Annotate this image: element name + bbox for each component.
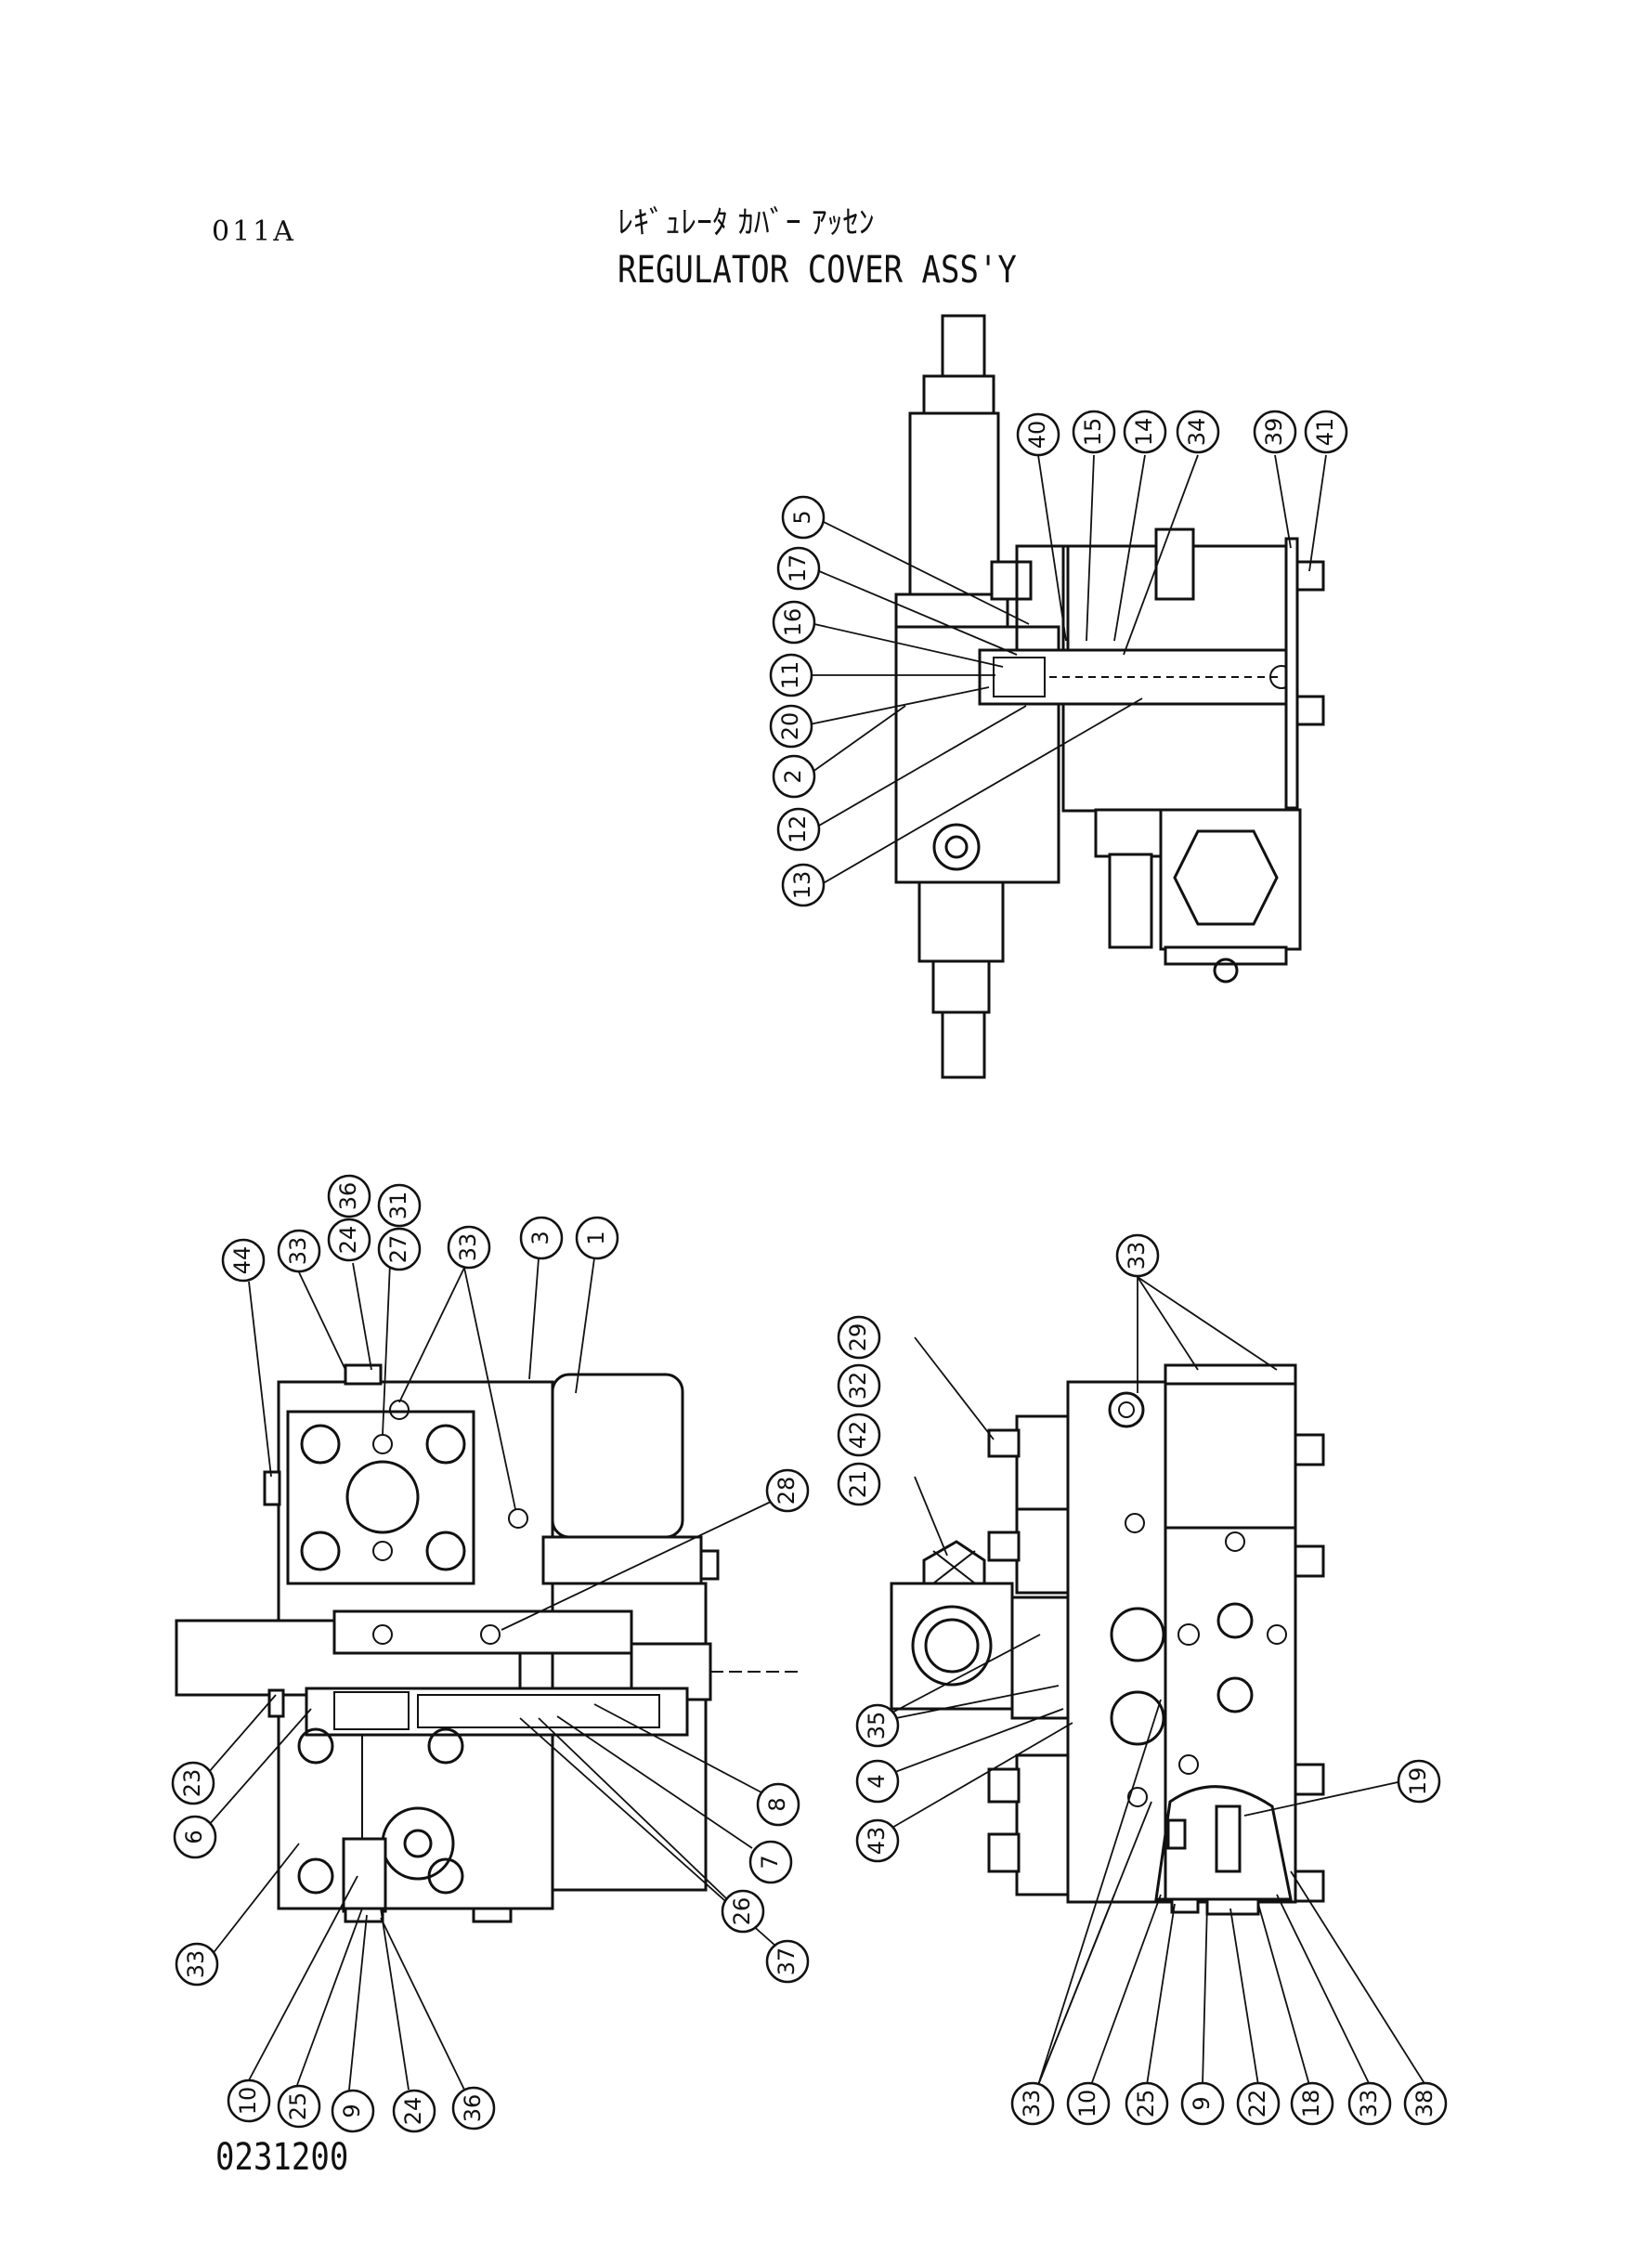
callout-label: 6 — [181, 1830, 207, 1844]
callout-label: 2 — [780, 769, 806, 783]
callout-label: 29 — [845, 1323, 871, 1352]
callout-label: 10 — [235, 2087, 261, 2116]
callout-label: 27 — [385, 1235, 411, 1264]
callout-label: 1 — [583, 1231, 609, 1244]
callout-label: 28 — [774, 1477, 800, 1505]
callout-label: 33 — [1019, 2090, 1045, 2118]
callout-label: 13 — [789, 871, 815, 900]
callout-label: 25 — [285, 2092, 311, 2121]
callout-label: 33 — [1124, 1242, 1150, 1270]
left-view: 44 33 24 36 27 31 33 3 1 28 23 6 33 10 2… — [171, 1174, 810, 2133]
callout-label: 24 — [335, 1226, 361, 1255]
solenoid-upper — [908, 411, 1000, 601]
callout-label: 20 — [777, 712, 803, 741]
callout-label: 14 — [1131, 418, 1157, 447]
callout-label: 26 — [729, 1897, 755, 1926]
callout-label: 21 — [845, 1470, 871, 1499]
callout-label: 32 — [845, 1372, 871, 1401]
callout-label: 8 — [764, 1797, 790, 1811]
callout-label: 5 — [789, 510, 815, 524]
callout-label: 40 — [1024, 421, 1050, 449]
callout-label: 36 — [335, 1182, 361, 1211]
callout-label: 24 — [400, 2097, 426, 2126]
solenoid-lower — [917, 880, 1005, 963]
callout-label: 7 — [757, 1855, 783, 1869]
rod-collar — [922, 374, 995, 417]
spool-bore — [978, 648, 1297, 706]
callout-label: 22 — [1244, 2090, 1270, 2118]
top-view: 5 17 16 11 20 2 12 13 40 15 14 34 39 41 — [769, 314, 1348, 1079]
port-circle — [932, 823, 981, 871]
callout-label: 12 — [785, 815, 811, 844]
callout-label: 3 — [527, 1231, 553, 1244]
callout-label: 25 — [1133, 2090, 1159, 2118]
callout-label: 9 — [339, 2104, 365, 2117]
callouts-left: 44 33 24 36 27 31 33 3 1 28 23 6 33 10 2… — [171, 1174, 810, 2133]
callout-label: 9 — [1189, 2096, 1215, 2110]
callout-label: 36 — [460, 2094, 486, 2123]
solenoid — [551, 1373, 684, 1539]
cut-section — [1154, 1785, 1293, 1901]
callout-label: 23 — [179, 1769, 205, 1798]
port-block — [890, 1582, 1014, 1711]
callout-label: 43 — [864, 1827, 890, 1856]
callout-label: 34 — [1184, 418, 1210, 447]
callouts-right: 33 29 32 42 21 35 4 43 19 33 10 25 9 22 … — [837, 1233, 1448, 2126]
callout-label: 42 — [845, 1421, 871, 1450]
callout-label: 17 — [785, 554, 811, 583]
callout-label: 16 — [780, 608, 806, 637]
callout-label: 33 — [285, 1237, 311, 1266]
callout-label: 10 — [1074, 2090, 1100, 2118]
callout-label: 37 — [774, 1948, 800, 1976]
rod-top — [941, 314, 986, 383]
callout-label: 35 — [864, 1712, 890, 1740]
page-code: 011A — [212, 215, 296, 248]
callout-label: 11 — [777, 661, 803, 690]
callout-label: 19 — [1405, 1767, 1431, 1796]
callout-label: 44 — [229, 1246, 255, 1275]
callouts-top: 5 17 16 11 20 2 12 13 40 15 14 34 39 41 — [769, 410, 1348, 907]
callout-label: 33 — [1356, 2090, 1382, 2118]
hex-plug — [1173, 829, 1279, 926]
callout-label: 4 — [864, 1774, 890, 1788]
callout-label: 38 — [1411, 2090, 1437, 2118]
title-english: REGULATOR COVER ASS'Y — [618, 249, 1017, 292]
rod-bottom — [931, 959, 991, 1014]
callout-label: 15 — [1080, 418, 1106, 447]
right-view: 33 29 32 42 21 35 4 43 19 33 10 25 9 22 … — [837, 1233, 1448, 2126]
callout-label: 33 — [455, 1233, 481, 1262]
callout-label: 39 — [1261, 418, 1287, 447]
callout-label: 41 — [1312, 418, 1338, 447]
callout-label: 31 — [385, 1192, 411, 1220]
title-japanese: ﾚｷﾞｭﾚｰﾀ ｶﾊﾞｰ ｱｯｾﾝ — [618, 204, 875, 241]
drawing-number: 0231200 — [215, 2136, 349, 2179]
callout-label: 18 — [1298, 2090, 1324, 2118]
callout-label: 33 — [183, 1950, 209, 1979]
